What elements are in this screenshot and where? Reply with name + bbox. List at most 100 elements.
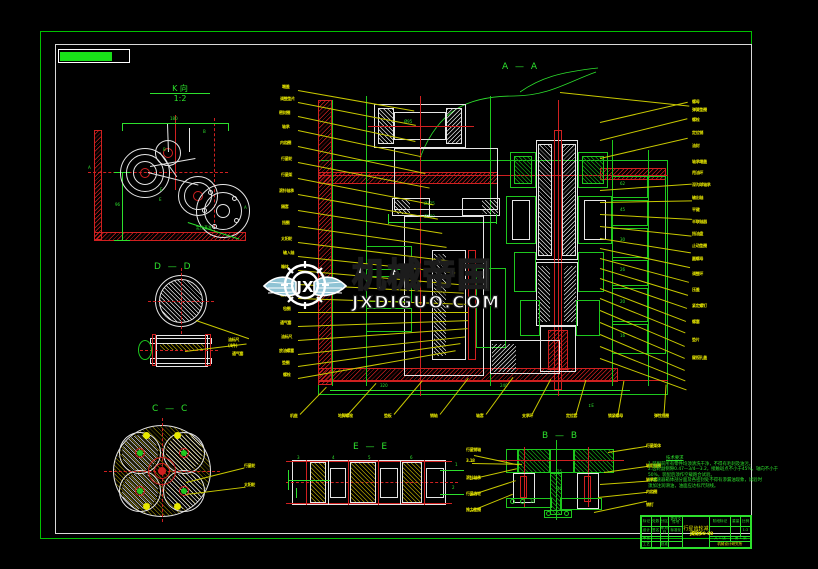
main-label-right-0: 螺母 <box>692 99 700 104</box>
tb-r3c3 <box>668 541 684 548</box>
notes-line-0: 1.装配前所有零件均须清洗干净，不得有毛刺及油污。 <box>648 461 754 467</box>
section-title-ee: E — E <box>353 442 390 452</box>
cc-label-0: 行星轮 <box>244 463 256 468</box>
main-label-left-7: 滚针轴承 <box>279 188 294 193</box>
bb-label-left-1: 3.18 <box>466 458 475 463</box>
bb-label-left-3: 行星齿轮 <box>466 491 481 496</box>
main-label-right-2: 螺栓 <box>692 117 700 122</box>
main-label-bottom-1: 地脚螺栓 <box>338 413 353 418</box>
watermark-text: 机械帝国 JXDIGUO.COM <box>351 256 501 313</box>
watermark-domain: JXDIGUO.COM <box>351 293 501 313</box>
main-label-left-10: 太阳轮 <box>281 236 293 241</box>
tb-r3c2: 批准 <box>659 541 670 548</box>
bb-label-right-4: 销钉 <box>646 502 654 507</box>
main-label-right-8: 输出轴 <box>692 195 704 200</box>
main-label-left-6: 行星架 <box>281 172 293 177</box>
tb-r2c0: 审核 <box>641 535 652 543</box>
main-label-left-19: 垫圈 <box>282 360 290 365</box>
notes-line-4: 须加注润滑油，油面应达标尺刻线。 <box>648 483 719 489</box>
main-label-left-8: 隔套 <box>281 204 289 209</box>
main-label-right-12: 止动垫圈 <box>692 243 707 248</box>
section-title-bb: B — B <box>542 431 580 441</box>
notes-line-2: 50%，装配后须作空载跑合试验。 <box>648 472 715 478</box>
main-label-left-11: 输入轴 <box>283 250 295 255</box>
watermark-chinese: 机械帝国 <box>351 256 492 296</box>
tb-r0c8: 重量 <box>730 516 742 527</box>
main-label-right-10: 半联轴器 <box>692 219 707 224</box>
tb-r0c3: 更改文件号 <box>668 516 684 527</box>
notes-title: 技术要求 <box>666 456 684 461</box>
main-label-right-19: 窥视孔盖 <box>692 355 707 360</box>
tb-r1c9: 1:2 <box>740 525 751 537</box>
main-label-right-9: 平键 <box>692 207 700 212</box>
main-label-right-3: 定位销 <box>692 130 704 135</box>
main-label-right-4: 油封 <box>692 143 700 148</box>
tb-r0c1: 处数 <box>650 516 661 527</box>
main-label-bottom-7: 锁紧螺母 <box>608 413 623 418</box>
main-label-bottom-8: 弹性挡圈 <box>654 413 669 418</box>
bb-label-right-1: 轴用挡圈 <box>646 463 661 468</box>
svg-text:JX: JX <box>295 278 314 296</box>
tb-r1c0: 设计 <box>641 525 652 537</box>
tb-r1c1: 签名 <box>650 525 661 537</box>
tb-r3c0: 工艺 <box>641 541 652 548</box>
main-label-left-9: 挡圈 <box>282 220 290 225</box>
notes-line-1: 2.齿轮副侧隙0.47—3/4—3.2，接触斑点不小于45%，轴向不小于 <box>648 467 778 473</box>
title-block[interactable]: 标记 处数 分区 更改文件号 行星齿轮减速器 阶段标记 重量 比例 设计 签名 … <box>640 515 752 549</box>
technical-notes: 技术要求 1.装配前所有零件均须清洗干净，不得有毛刺及油污。 2.齿轮副侧隙0.… <box>648 456 778 490</box>
main-label-left-15: 毡圈 <box>283 306 291 311</box>
k-view-scale: 1:2 <box>150 93 210 103</box>
k-view-title: K 向 1:2 <box>150 84 210 103</box>
tb-r0c0: 标记 <box>641 516 652 527</box>
main-label-bottom-4: 轴套 <box>476 413 484 418</box>
main-label-right-18: 垫片 <box>692 337 700 342</box>
tb-r0c2: 分区 <box>659 516 670 527</box>
main-label-right-7: 深沟球轴承 <box>692 182 711 187</box>
main-label-left-16: 通气塞 <box>280 320 292 325</box>
bb-label-left-4: 推力垫圈 <box>466 507 481 512</box>
section-title-cc: C — C <box>152 404 190 414</box>
bb-label-left-0: 行星销轴 <box>466 447 481 452</box>
section-title-dd: D — D <box>154 262 193 272</box>
winged-gear-logo-icon: JX <box>262 252 348 318</box>
drawing-inner-frame <box>55 44 752 534</box>
main-label-right-13: 圆螺母 <box>692 256 704 261</box>
title-block-row: 工艺 批准 机械设计研究所 <box>641 541 752 548</box>
main-label-bottom-3: 销轴 <box>430 413 438 418</box>
cc-label-1: 太阳轮 <box>244 482 256 487</box>
main-label-right-6: 甩油环 <box>692 170 704 175</box>
main-label-left-17: 油标尺 <box>281 334 293 339</box>
bb-label-left-2: 滚针轴承 <box>466 475 481 480</box>
bb-label-right-0: 行星架体 <box>646 443 661 448</box>
main-label-right-16: 紧定螺钉 <box>692 303 707 308</box>
main-label-bottom-6: 定位套 <box>566 413 578 418</box>
bb-label-right-3: 内齿圈 <box>646 489 658 494</box>
dd-label-1: 通气塞 <box>232 351 244 356</box>
tb-institute: 机械设计研究所 <box>708 541 752 548</box>
main-label-right-14: 调整环 <box>692 271 704 276</box>
tb-r3c1 <box>650 541 661 548</box>
title-block-row: 标记 处数 分区 更改文件号 行星齿轮减速器 阶段标记 重量 比例 <box>641 516 751 548</box>
section-title-aa: A — A <box>502 62 540 72</box>
notes-line-3: 3.减速器箱体剖分面及各密封处不得有渗漏油现象，试验时 <box>648 478 762 484</box>
k-view-label: K 向 <box>172 84 188 93</box>
tb-r1c3: 标准化 <box>668 525 684 537</box>
main-label-bottom-2: 垫板 <box>384 413 392 418</box>
tb-r0c6: 阶段标记 <box>708 516 732 527</box>
tb-r1c8 <box>730 525 742 537</box>
main-label-left-0: 端盖 <box>282 84 290 89</box>
tb-r1c2: 年月日 <box>659 525 670 537</box>
drawing-number: JSQ-00-00 <box>690 532 713 537</box>
main-label-right-5: 轴承端盖 <box>692 159 707 164</box>
title-block-row: 设计 签名 年月日 标准化 1:2 <box>641 525 751 537</box>
main-label-left-2: 密封圈 <box>279 110 291 115</box>
main-label-left-20: 螺栓 <box>283 372 291 377</box>
main-label-right-17: 螺塞 <box>692 319 700 324</box>
tb-r1c6 <box>708 525 732 537</box>
main-label-left-1: 调整垫片 <box>280 96 295 101</box>
bb-label-right-2: 轴承套 <box>646 477 658 482</box>
corner-tag-box <box>58 49 130 63</box>
main-label-left-18: 放油螺塞 <box>279 348 294 353</box>
dd-label-0: 油标尺 <box>228 337 240 342</box>
